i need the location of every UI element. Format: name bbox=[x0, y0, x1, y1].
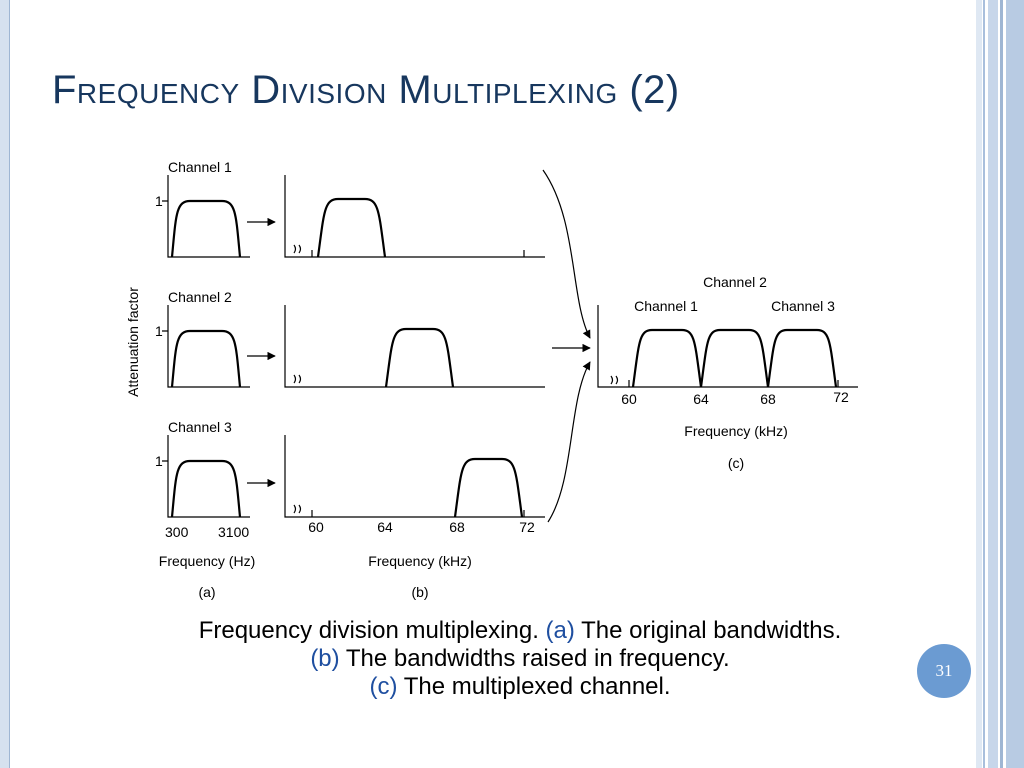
pulse-b-channel-1 bbox=[316, 197, 387, 258]
tick-label-c-72: 72 bbox=[833, 389, 849, 405]
channel-label-a-1: Channel 1 bbox=[168, 159, 232, 175]
x-axis-label-b: Frequency (kHz) bbox=[368, 553, 471, 569]
tick-label-c-68: 68 bbox=[760, 391, 776, 407]
tick-marks-c bbox=[628, 380, 839, 387]
y-axis-label: Attenuation factor bbox=[125, 287, 141, 397]
level-label-2: 1 bbox=[155, 323, 163, 339]
level-label-3: 1 bbox=[155, 453, 163, 469]
fdm-diagram: Attenuation factor Channel 1 Channel 2 C… bbox=[125, 159, 858, 600]
axes-a-channel-1 bbox=[167, 175, 250, 258]
tick-label-a-300: 300 bbox=[165, 524, 189, 540]
curve-arrow-channel-1 bbox=[542, 169, 591, 339]
tick-label-b-64: 64 bbox=[377, 519, 393, 535]
x-axis-label-c: Frequency (kHz) bbox=[684, 423, 787, 439]
level-label-1: 1 bbox=[155, 193, 163, 209]
axes-b-channel-3 bbox=[284, 435, 545, 518]
left-frame-border bbox=[0, 0, 10, 768]
channel-label-c-1: Channel 1 bbox=[634, 298, 698, 314]
caption-tag-a: (a) bbox=[545, 617, 575, 644]
caption-text-b: The bandwidths raised in frequency. bbox=[345, 645, 730, 672]
slide-title: Frequency Division Multiplexing (2) bbox=[52, 68, 680, 112]
ticks-a bbox=[162, 200, 168, 462]
caption-intro: Frequency division multiplexing. bbox=[198, 617, 539, 644]
tick-label-b-72: 72 bbox=[519, 519, 535, 535]
tick-label-c-60: 60 bbox=[621, 391, 637, 407]
panel-tag-a: (a) bbox=[198, 584, 215, 600]
curve-arrow-channel-3 bbox=[547, 361, 591, 523]
tick-label-b-60: 60 bbox=[308, 519, 324, 535]
figure-caption: Frequency division multiplexing. (a) The… bbox=[120, 617, 920, 701]
caption-line-3: (c) The multiplexed channel. bbox=[120, 673, 920, 701]
tick-label-b-68: 68 bbox=[449, 519, 465, 535]
channel-label-c-2: Channel 2 bbox=[703, 274, 767, 290]
caption-line-1: Frequency division multiplexing. (a) The… bbox=[120, 617, 920, 645]
caption-text-a: The original bandwidths. bbox=[581, 617, 842, 644]
pulse-b-channel-2 bbox=[384, 327, 455, 388]
channel-label-c-3: Channel 3 bbox=[771, 298, 835, 314]
pulse-a-channel-1 bbox=[170, 199, 242, 258]
axes-b-channel-1 bbox=[284, 175, 545, 258]
axes-b-channel-2 bbox=[284, 305, 545, 388]
tick-label-a-3100: 3100 bbox=[218, 524, 249, 540]
caption-text-c: The multiplexed channel. bbox=[403, 673, 671, 700]
x-axis-label-a: Frequency (Hz) bbox=[159, 553, 255, 569]
caption-tag-c: (c) bbox=[369, 673, 398, 700]
caption-line-2: (b) The bandwidths raised in frequency. bbox=[120, 645, 920, 673]
right-frame-border bbox=[976, 0, 1024, 768]
pulse-c-channel-3 bbox=[766, 328, 838, 388]
axes-c bbox=[597, 305, 858, 388]
pulse-a-channel-2 bbox=[170, 329, 242, 388]
pulse-c-channel-2 bbox=[699, 328, 770, 388]
slide-number-badge: 31 bbox=[917, 644, 971, 698]
tick-label-c-64: 64 bbox=[693, 391, 709, 407]
pulse-a-channel-3 bbox=[170, 459, 242, 518]
channel-label-a-3: Channel 3 bbox=[168, 419, 232, 435]
axis-break-marks-c bbox=[610, 375, 619, 385]
panel-tag-c: (c) bbox=[728, 455, 744, 471]
pulse-b-channel-3 bbox=[453, 457, 524, 518]
axes-a-channel-3 bbox=[167, 435, 250, 518]
panel-tag-b: (b) bbox=[411, 584, 428, 600]
axes-a-channel-2 bbox=[167, 305, 250, 388]
channel-label-a-2: Channel 2 bbox=[168, 289, 232, 305]
tick-marks-b bbox=[311, 250, 525, 517]
pulse-c-channel-1 bbox=[631, 328, 703, 388]
axis-break-marks-b bbox=[293, 244, 302, 514]
caption-tag-b: (b) bbox=[310, 645, 340, 672]
